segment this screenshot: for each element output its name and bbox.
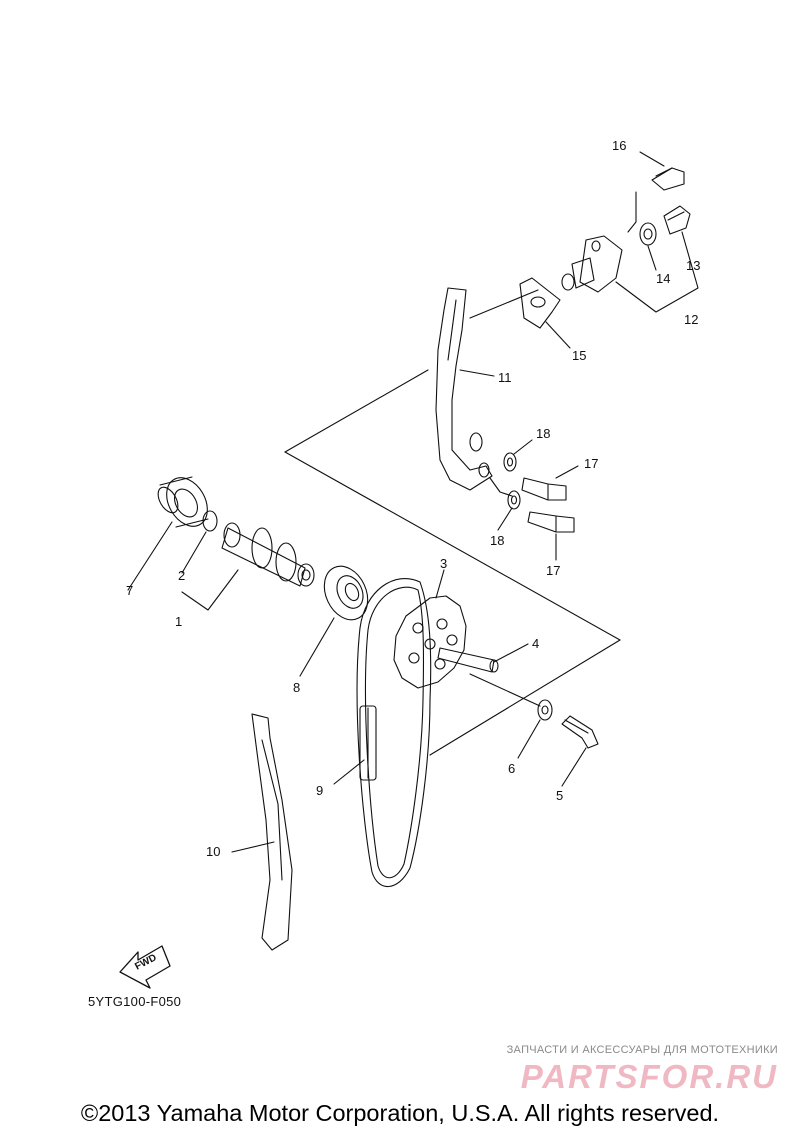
callout-9: 9 [316,783,323,798]
cam-chain [356,577,432,888]
bearing-right [323,565,369,621]
callout-4: 4 [532,636,539,651]
gasket [519,277,561,329]
callout-13: 13 [686,258,700,273]
tensioner-assembly [561,235,623,293]
o-ring [202,510,218,532]
tensioner-plug [663,205,691,235]
callout-7: 7 [126,583,133,598]
bolt-sprocket [561,715,599,749]
callout-2: 2 [178,568,185,583]
dowel-pin [437,647,499,673]
watermark-tagline: ЗАПЧАСТИ И АКСЕССУАРЫ ДЛЯ МОТОТЕХНИКИ [506,1044,778,1056]
callout-10: 10 [206,844,220,859]
guide-washer-upper [503,452,517,472]
tensioner-guide [435,287,493,491]
washer [537,699,553,721]
callout-3: 3 [440,556,447,571]
callout-5: 5 [556,788,563,803]
guide-washer-lower [507,490,521,510]
bearing-left [157,476,209,528]
callout-17-upper: 17 [584,456,598,471]
assembly-outline [284,191,637,756]
bolt-tensioner [651,167,685,191]
tensioner-washer [639,222,657,246]
callout-6: 6 [508,761,515,776]
callout-1: 1 [175,614,182,629]
callout-18-upper: 18 [536,426,550,441]
guide-bolt-upper [521,477,567,501]
forward-arrow-icon [119,945,171,989]
leader-lines [127,151,699,853]
callout-14: 14 [656,271,670,286]
leader-axis [469,673,541,707]
callout-11: 11 [498,370,512,385]
callout-18-lower: 18 [490,533,504,548]
camshaft [221,522,315,587]
copyright-notice: ©2013 Yamaha Motor Corporation, U.S.A. A… [80,1100,720,1126]
callout-labels: 7 2 1 8 3 4 6 5 9 10 11 12 13 14 15 16 1… [126,138,700,859]
callout-17-lower: 17 [546,563,560,578]
watermark-logo: PARTSFOR.RU [520,1058,778,1095]
part-code: 5YTG100-F050 [88,994,182,1009]
callout-8: 8 [293,680,300,695]
fwd-label: FWD [133,952,158,972]
callout-12: 12 [684,312,698,327]
callout-16: 16 [612,138,626,153]
chain-guide [251,713,293,951]
guide-bolt-lower [527,511,575,533]
callout-15: 15 [572,348,586,363]
